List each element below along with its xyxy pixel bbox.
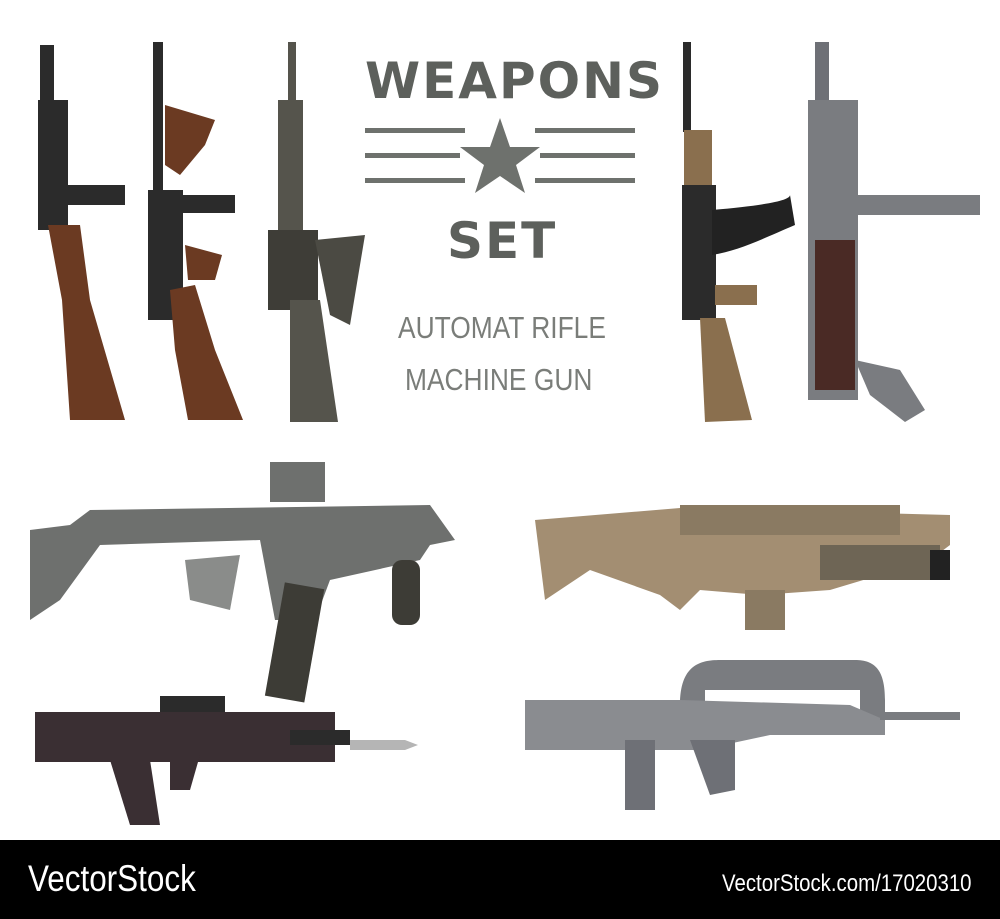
- weapons-illustration: [30, 42, 980, 825]
- m16-icon: [268, 42, 365, 422]
- heading-weapons: WEAPONS: [365, 52, 665, 110]
- ppsh-icon: [38, 45, 125, 420]
- ak47-icon: [682, 42, 795, 422]
- brand-logo: VectorStock: [28, 858, 196, 899]
- kriss-vector-icon: [30, 462, 455, 703]
- subtitle-automat-rifle: AUTOMAT RIFLE: [398, 310, 606, 345]
- mp40-icon: [808, 42, 980, 422]
- footer-bar: VectorStock VectorStock.com/17020310: [0, 840, 1000, 919]
- groza-icon: [35, 696, 418, 825]
- star-icon: [365, 118, 635, 193]
- heading-set: SET: [447, 212, 558, 270]
- famas-icon: [525, 660, 960, 810]
- thompson-icon: [148, 42, 243, 420]
- subtitle-machine-gun: MACHINE GUN: [405, 362, 593, 397]
- scar-icon: [535, 505, 950, 630]
- image-url: VectorStock.com/17020310: [722, 870, 972, 897]
